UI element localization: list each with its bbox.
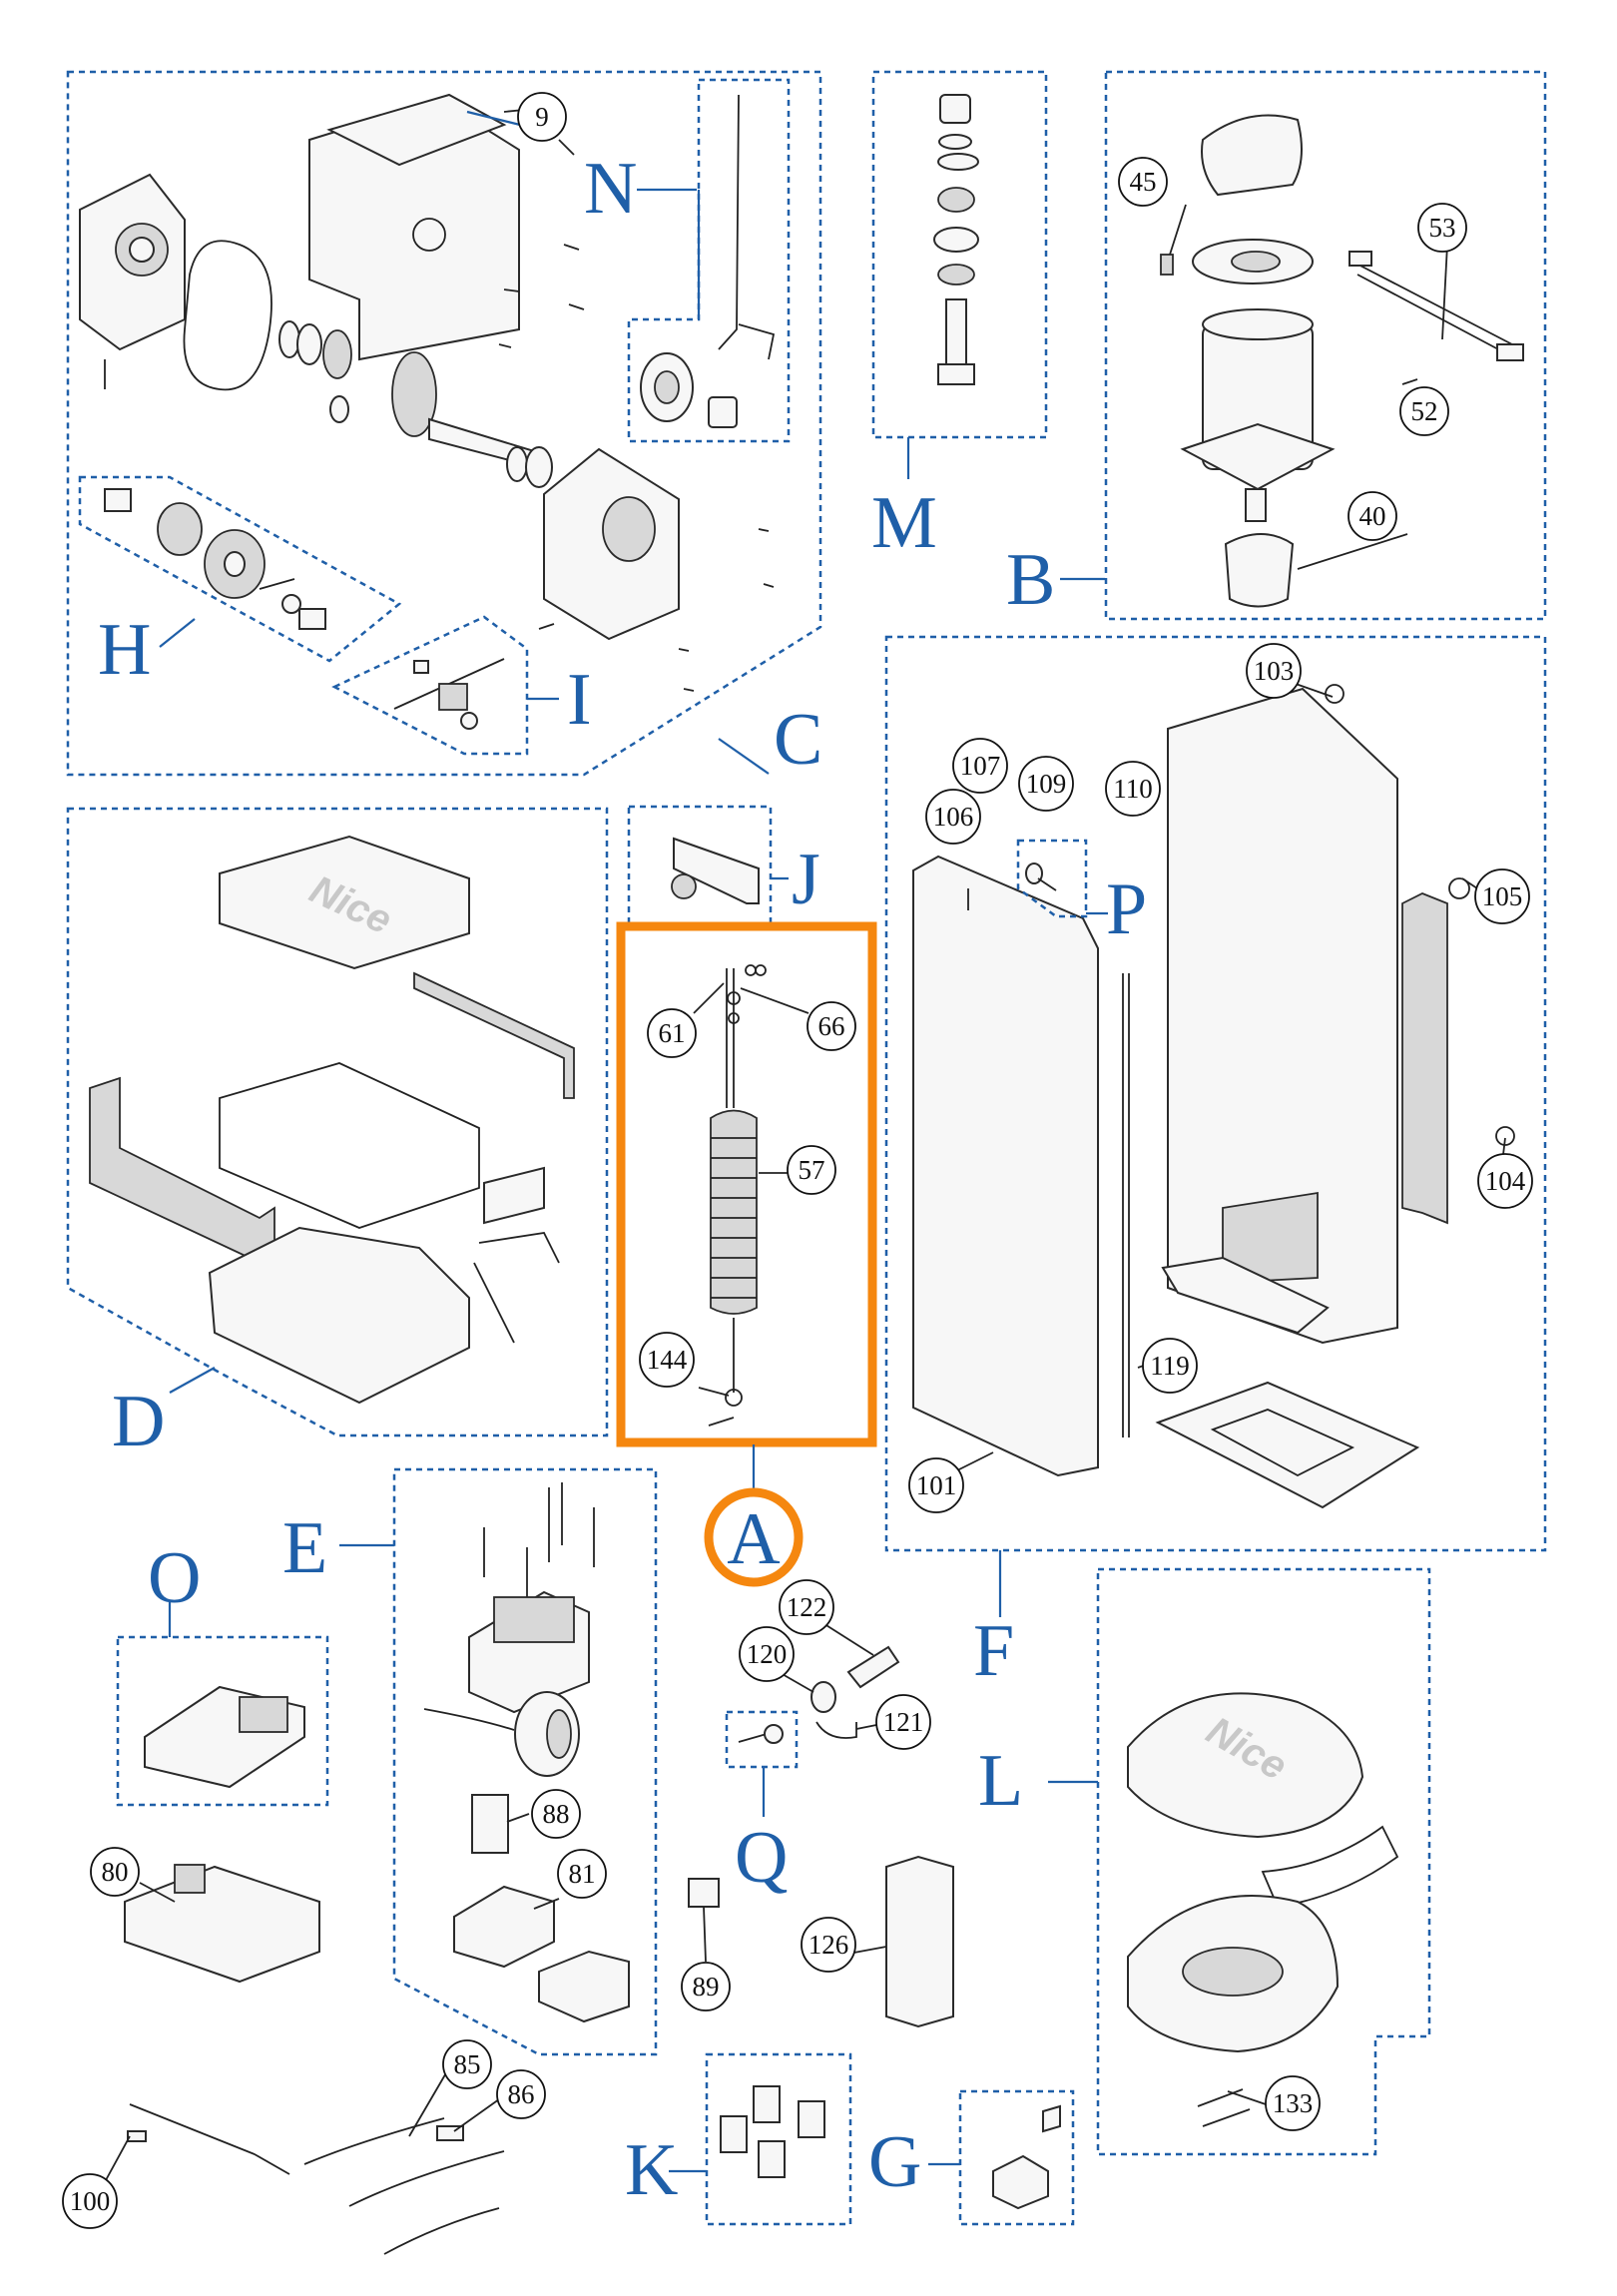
svg-text:133: 133 <box>1273 2088 1314 2118</box>
callout-106: 106 <box>925 789 981 845</box>
group-label-b: B <box>1006 539 1055 621</box>
svg-text:61: 61 <box>659 1018 686 1048</box>
svg-text:40: 40 <box>1359 501 1386 531</box>
group-label-a: A <box>727 1498 780 1580</box>
group-m[interactable] <box>871 70 1048 439</box>
callout-104: 104 <box>1477 1153 1533 1209</box>
callout-9: 9 <box>517 92 567 142</box>
svg-text:80: 80 <box>102 1857 129 1887</box>
group-label-q: Q <box>735 1817 788 1899</box>
group-label-g: G <box>868 2121 921 2203</box>
callout-133: 133 <box>1265 2075 1321 2131</box>
svg-text:86: 86 <box>508 2079 535 2109</box>
svg-text:120: 120 <box>747 1639 788 1669</box>
group-l[interactable]: Nice <box>1096 1567 1431 2156</box>
svg-text:106: 106 <box>933 802 974 832</box>
callout-119: 119 <box>1142 1338 1198 1394</box>
svg-text:103: 103 <box>1254 656 1295 686</box>
group-label-n: N <box>584 148 637 230</box>
group-o[interactable] <box>116 1635 329 1807</box>
base-80 <box>124 1864 320 1984</box>
callout-103: 103 <box>1246 643 1302 699</box>
svg-text:45: 45 <box>1130 167 1157 197</box>
callout-101: 101 <box>908 1457 964 1513</box>
group-label-e: E <box>282 1507 327 1589</box>
group-b[interactable] <box>1104 70 1547 621</box>
callout-122: 122 <box>779 1579 834 1635</box>
group-label-o: O <box>148 1537 201 1619</box>
callout-61: 61 <box>647 1008 697 1058</box>
svg-text:144: 144 <box>647 1345 688 1375</box>
svg-text:66: 66 <box>818 1011 845 1041</box>
svg-text:105: 105 <box>1482 881 1523 911</box>
group-g[interactable] <box>958 2089 1075 2226</box>
group-label-f: F <box>973 1610 1014 1692</box>
group-j[interactable] <box>627 805 773 928</box>
callout-105: 105 <box>1474 868 1530 924</box>
callout-109: 109 <box>1018 756 1074 812</box>
group-n[interactable] <box>627 78 791 443</box>
group-p[interactable] <box>1016 839 1088 918</box>
group-label-m: M <box>871 482 937 564</box>
group-label-p: P <box>1106 868 1147 950</box>
svg-text:121: 121 <box>883 1707 924 1737</box>
svg-text:89: 89 <box>693 1972 720 2002</box>
leader-lines <box>159 110 1108 2173</box>
svg-text:88: 88 <box>543 1799 570 1829</box>
svg-text:52: 52 <box>1411 396 1438 426</box>
svg-text:122: 122 <box>787 1592 827 1622</box>
group-c[interactable] <box>66 70 822 777</box>
svg-text:107: 107 <box>960 751 1001 781</box>
callout-121: 121 <box>875 1694 931 1750</box>
svg-text:57: 57 <box>799 1155 825 1185</box>
group-q[interactable] <box>725 1710 799 1769</box>
callout-53: 53 <box>1417 203 1467 253</box>
cables <box>127 2103 505 2255</box>
callout-52: 52 <box>1399 386 1449 436</box>
group-f[interactable] <box>884 635 1547 1552</box>
svg-text:126: 126 <box>808 1930 849 1960</box>
callout-126: 126 <box>801 1917 856 1973</box>
group-a[interactable]: A <box>616 921 877 1587</box>
group-k[interactable] <box>705 2052 852 2226</box>
group-label-d: D <box>112 1381 165 1462</box>
callout-leaders <box>99 204 1506 2192</box>
callout-57: 57 <box>787 1145 836 1195</box>
callout-45: 45 <box>1118 157 1168 207</box>
callout-100: 100 <box>62 2173 118 2229</box>
group-label-k: K <box>625 2129 678 2211</box>
callout-80: 80 <box>90 1847 140 1897</box>
svg-text:53: 53 <box>1429 213 1456 243</box>
callout-85: 85 <box>442 2039 492 2089</box>
callout-107: 107 <box>952 738 1008 794</box>
svg-text:101: 101 <box>916 1470 957 1500</box>
group-label-i: I <box>567 659 592 741</box>
group-i[interactable] <box>331 615 529 756</box>
group-label-j: J <box>792 839 820 920</box>
callout-66: 66 <box>807 1001 856 1051</box>
group-label-l: L <box>978 1740 1023 1822</box>
group-label-h: H <box>98 609 151 691</box>
svg-text:85: 85 <box>454 2049 481 2079</box>
svg-text:104: 104 <box>1485 1166 1526 1196</box>
callout-110: 110 <box>1105 761 1161 817</box>
callout-40: 40 <box>1348 491 1397 541</box>
callout-81: 81 <box>557 1849 607 1899</box>
svg-text:110: 110 <box>1113 774 1153 804</box>
callout-88: 88 <box>531 1789 581 1839</box>
svg-text:100: 100 <box>70 2186 111 2216</box>
group-e[interactable] <box>392 1467 658 2056</box>
svg-text:109: 109 <box>1026 769 1067 799</box>
group-label-c: C <box>774 699 822 781</box>
svg-text:81: 81 <box>569 1859 596 1889</box>
callout-120: 120 <box>739 1626 795 1682</box>
callout-89: 89 <box>681 1962 731 2011</box>
callout-86: 86 <box>496 2069 546 2119</box>
callout-144: 144 <box>639 1332 695 1388</box>
group-h[interactable] <box>78 475 402 663</box>
group-d[interactable]: Nice <box>66 807 609 1437</box>
svg-text:119: 119 <box>1150 1351 1190 1381</box>
svg-text:9: 9 <box>535 102 549 132</box>
